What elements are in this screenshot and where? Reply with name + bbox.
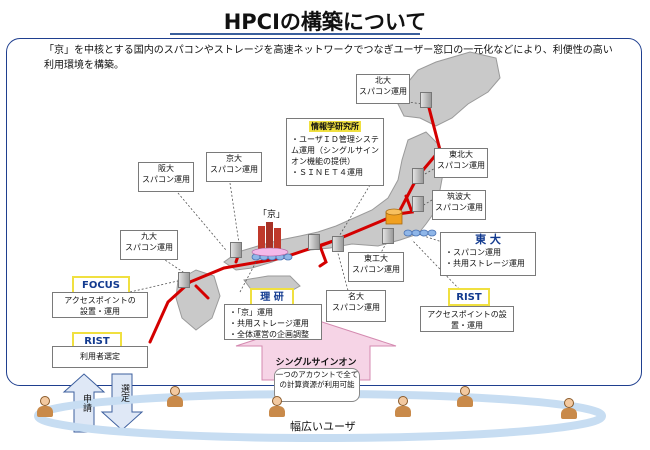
hokudai-box: 北大 スパコン運用 <box>356 74 410 104</box>
connector-handai <box>177 192 227 251</box>
network-line-kyudai <box>148 280 192 344</box>
rist-east-label: RIST <box>448 288 490 306</box>
center-role: スパコン運用 <box>352 265 400 274</box>
users-label: 幅広いユーザ <box>290 420 356 433</box>
nii-database-icon <box>385 208 403 225</box>
riken-item: ・共用ストレージ運用 <box>229 319 309 328</box>
center-role: スパコン運用 <box>332 303 380 312</box>
sso-title: シングルサインオン <box>275 358 357 368</box>
center-role: スパコン運用 <box>210 165 258 174</box>
center-role: スパコン運用 <box>359 87 407 96</box>
riken-box: ・「京」運用 ・共用ストレージ運用 ・全体運営の企画調整 <box>224 304 322 340</box>
server-icon <box>332 236 344 252</box>
center-name: 東北大 <box>449 150 473 159</box>
connector-kyodai <box>229 182 241 251</box>
hokkaido-shape <box>394 51 501 127</box>
server-icon <box>308 234 320 250</box>
focus-text: アクセスポイントの設置・運用 <box>64 296 136 316</box>
tsukuba-box: 筑波大 スパコン運用 <box>432 190 486 220</box>
k-computer-label: 「京」 <box>258 210 286 220</box>
center-role: スパコン運用 <box>125 243 173 252</box>
center-name: 京大 <box>226 154 242 163</box>
sso-text: 一つのアカウントで全ての計算資源が利用可能 <box>274 368 360 402</box>
center-name: 阪大 <box>158 164 174 173</box>
riken-item: ・「京」運用 <box>229 308 273 317</box>
todai-name: 東 大 <box>475 233 501 246</box>
riken-item: ・全体運営の企画調整 <box>229 330 309 339</box>
rist-west-box: 利用者選定 <box>52 346 148 368</box>
todai-box: 東 大 ・スパコン運用 ・共用ストレージ運用 <box>440 232 536 276</box>
focus-box: アクセスポイントの設置・運用 <box>52 292 148 318</box>
user-icon <box>560 398 578 420</box>
k-computer-icon <box>251 222 289 257</box>
nii-box: 情報学研究所 ・ユーザＩＤ管理システム運用（シングルサインオン機能の提供） ・Ｓ… <box>286 118 384 186</box>
center-role: スパコン運用 <box>435 203 483 212</box>
connector-meidai <box>335 245 351 299</box>
network-line-west <box>194 284 210 300</box>
kyodai-box: 京大 スパコン運用 <box>206 152 262 182</box>
intro-text: 「京」を中核とする国内のスパコンやストレージを高速ネットワークでつなぎユーザー窓… <box>44 45 613 71</box>
server-icon <box>420 92 432 108</box>
storage-disk <box>411 229 421 237</box>
tohoku-box: 東北大 スパコン運用 <box>434 148 488 178</box>
rist-east-text: アクセスポイントの設置・運用 <box>427 310 507 330</box>
connector-kyudai <box>161 257 187 275</box>
user-icon <box>268 396 286 418</box>
storage-disk <box>283 253 293 261</box>
storage-disk <box>403 229 413 237</box>
center-name: 筑波大 <box>447 192 471 201</box>
nii-name: 情報学研究所 <box>309 121 361 132</box>
center-name: 九大 <box>141 232 157 241</box>
server-icon <box>412 168 424 184</box>
handai-box: 阪大 スパコン運用 <box>138 162 194 192</box>
center-role: スパコン運用 <box>142 175 190 184</box>
server-icon <box>412 196 424 212</box>
server-icon <box>382 228 394 244</box>
todai-item: ・スパコン運用 <box>445 248 501 257</box>
page-title: HPCIの構築について <box>223 10 427 34</box>
nii-item: ・ユーザＩＤ管理システム運用（シングルサインオン機能の提供） <box>291 135 379 166</box>
server-icon <box>230 242 242 258</box>
server-icon <box>178 272 190 288</box>
select-label: 選定 <box>119 384 129 402</box>
apply-label: 申請 <box>81 394 91 412</box>
connector-rist-east <box>411 239 463 293</box>
center-name: 東工大 <box>364 254 388 263</box>
meidai-box: 名大 スパコン運用 <box>326 290 386 322</box>
storage-disk <box>427 229 437 237</box>
center-role: スパコン運用 <box>437 161 485 170</box>
connector-focus <box>129 279 183 293</box>
kyudai-box: 九大 スパコン運用 <box>120 230 178 260</box>
rist-east-box: アクセスポイントの設置・運用 <box>420 306 514 332</box>
user-icon <box>166 386 184 408</box>
user-icon <box>36 396 54 418</box>
user-icon <box>394 396 412 418</box>
connector-riken <box>239 261 257 293</box>
network-line-east <box>396 194 415 216</box>
title-underline <box>170 33 420 35</box>
center-name: 名大 <box>348 292 364 301</box>
user-icon <box>456 386 474 408</box>
rist-west-text: 利用者選定 <box>80 352 120 361</box>
nii-item: ・ＳＩＮＥＴ４運用 <box>291 168 363 177</box>
todai-item: ・共用ストレージ運用 <box>445 259 525 268</box>
network-line-meidai <box>318 238 338 268</box>
tokodai-box: 東工大 スパコン運用 <box>348 252 404 282</box>
storage-disk <box>419 229 429 237</box>
center-name: 北大 <box>375 76 391 85</box>
